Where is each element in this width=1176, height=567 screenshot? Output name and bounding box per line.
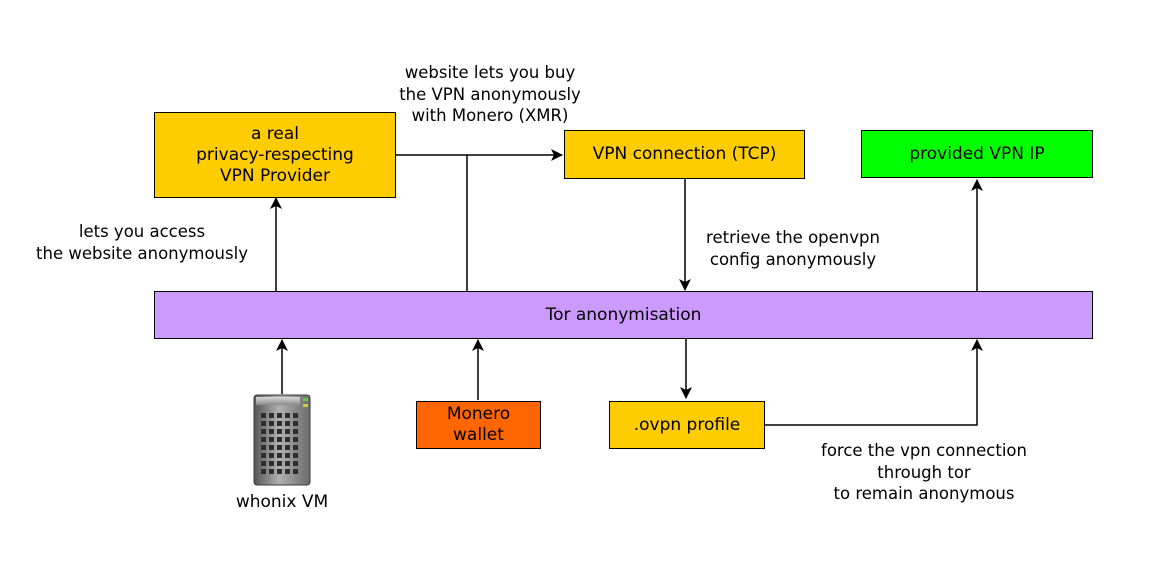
ovpn-profile-node: .ovpn profile [609,401,765,449]
server-icon-cell [285,413,290,418]
server-icon-cell [277,437,282,442]
access-edge-label-line: lets you access [78,222,206,241]
server-icon-cell [269,453,274,458]
server-icon-cell [285,445,290,450]
server-icon-cell [293,453,298,458]
force-edge-label-line: through tor [877,462,971,482]
force-edge-label-line: to remain anonymous [833,484,1015,503]
server-icon-cell [293,413,298,418]
server-icon-cell [285,453,290,458]
server-icon-cell [285,469,290,474]
server-icon-cell [285,429,290,434]
server-icon-cell [269,429,274,434]
server-icon-cell [293,469,298,474]
tor-anonymisation-node: Tor anonymisation [154,291,1093,339]
server-icon-cell [285,461,290,466]
server-icon-cell [261,453,266,458]
retrieve-edge-label-line: config anonymously [709,249,877,269]
server-icon-cell [277,413,282,418]
monero-wallet-label: Monero wallet [447,404,510,446]
server-icon-cell [269,445,274,450]
vpn-provider-label-line: a real [250,123,300,144]
server-icon-cell [269,413,274,418]
vpn-provider-label-line: VPN Provider [220,165,330,186]
server-icon-cell [261,461,266,466]
server-icon-cell [277,453,282,458]
vpn-provider-label: a real privacy-respecting VPN Provider [196,124,354,187]
server-icon-cell [293,437,298,442]
server-icon-cell [261,413,266,418]
monero-wallet-label-line: wallet [453,425,504,445]
vpn-provider-node: a real privacy-respecting VPN Provider [154,112,396,198]
server-icon-cell [261,429,266,434]
server-icon-cell [293,461,298,466]
force-edge-label: force the vpn connection through tor to … [794,440,1054,505]
provided-vpn-ip-node: provided VPN IP [861,130,1093,178]
server-icon-cell [269,421,274,426]
ovpn-profile-label: .ovpn profile [633,414,741,435]
server-icon-cell [269,461,274,466]
server-icon-cell [261,469,266,474]
server-icon-cell [261,421,266,426]
buy-edge-label: website lets you buy the VPN anonymously… [370,62,610,127]
server-icon-cell [293,445,298,450]
server-icon-cell [277,461,282,466]
edge-ovpn-profile-to-tor [765,339,983,426]
access-edge-label-line: the website anonymously [36,243,248,263]
vpn-connection-label: VPN connection (TCP) [592,144,777,164]
server-icon-cell [261,437,266,442]
vpn-connection-node: VPN connection (TCP) [564,130,805,179]
buy-edge-label-line: website lets you buy [404,63,576,82]
server-icon-cell [285,421,290,426]
server-icon-cell [277,469,282,474]
buy-edge-label-line: with Monero (XMR) [411,106,569,125]
server-icon-cell [277,445,282,450]
server-icon-cell [261,445,266,450]
monero-wallet-label-line: Monero [446,404,511,424]
whonix-vm-label: whonix VM [235,492,329,512]
server-icon-cell [269,437,274,442]
server-icon [253,394,311,486]
force-edge-label-line: force the vpn connection [821,441,1027,460]
access-edge-label: lets you access the website anonymously [12,221,272,264]
vpn-provider-label-line: privacy-respecting [196,144,354,165]
server-icon-cell [277,429,282,434]
server-icon-cell [293,421,298,426]
buy-edge-label-line: the VPN anonymously [399,84,581,104]
monero-wallet-node: Monero wallet [416,401,541,449]
server-icon-cell [277,421,282,426]
retrieve-edge-label: retrieve the openvpn config anonymously [688,227,898,270]
tor-anonymisation-label: Tor anonymisation [545,304,702,325]
retrieve-edge-label-line: retrieve the openvpn [706,228,880,247]
server-icon-cell [293,429,298,434]
provided-vpn-ip-label: provided VPN IP [909,143,1045,164]
server-icon-cell [285,437,290,442]
server-icon-cell [269,469,274,474]
